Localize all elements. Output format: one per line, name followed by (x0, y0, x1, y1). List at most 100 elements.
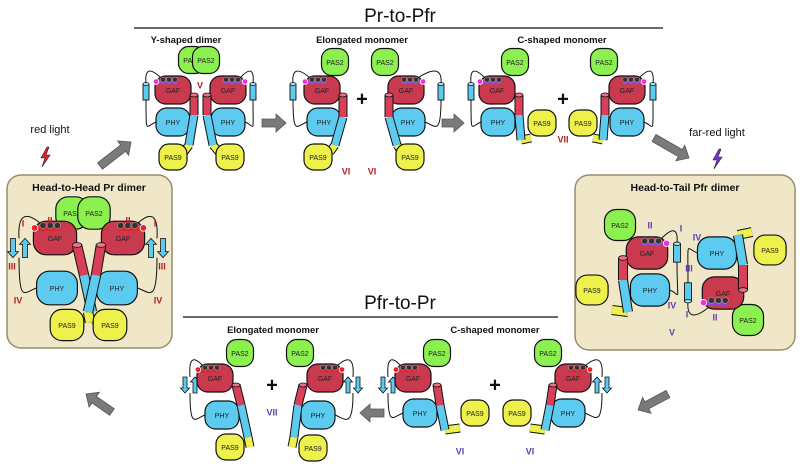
helix-gaf (546, 384, 557, 406)
helix-phy (515, 114, 525, 141)
chromophore-icon (401, 76, 427, 85)
pas9-domain-label: PAS9 (508, 411, 525, 418)
region-numeral: I (22, 218, 25, 228)
chromophore-icon (117, 222, 148, 232)
region-numeral: I (154, 218, 157, 228)
phy-domain: PHY (204, 400, 240, 430)
pas2-domain: PAS2 (731, 303, 765, 337)
stage-label-elongated: Elongated monomer (227, 325, 319, 336)
beta-hairpin-arrows-icon (144, 237, 170, 259)
head-to-head-title: Head-to-Head Pr dimer (32, 182, 146, 194)
pas9-linker (737, 228, 753, 239)
helix-cap (514, 92, 524, 98)
region-numeral: II (47, 215, 52, 225)
chromophore-icon (476, 76, 502, 85)
helix-cap (231, 382, 241, 388)
phy-domain-label: PHY (221, 120, 236, 127)
beta-hairpin-arrows-icon (342, 376, 364, 394)
pas9-domain-label: PAS9 (304, 446, 321, 453)
chromophore-icon (152, 76, 178, 85)
loop (643, 99, 654, 127)
chromophore-icon (194, 364, 220, 373)
pas9-domain-label: PAS9 (761, 248, 778, 255)
phy-domain: PHY (629, 273, 671, 307)
phy-domain-label: PHY (401, 120, 416, 127)
pas2-domain-label: PAS2 (326, 60, 343, 67)
region-numeral: VII (557, 134, 568, 144)
gaf-domain-label: GAF (208, 376, 222, 383)
loop (687, 301, 709, 316)
phy-domain: PHY (402, 398, 438, 428)
loop (18, 215, 41, 239)
pas9-domain-label: PAS9 (164, 155, 181, 162)
pas9-domain: PAS9 (158, 143, 188, 171)
plus-sign: + (557, 88, 569, 110)
pas9-domain: PAS9 (395, 143, 425, 171)
loop (387, 359, 401, 378)
phy-domain: PHY (550, 398, 586, 428)
helix-cap (600, 92, 610, 98)
phy-domain: PHY (306, 107, 342, 137)
region-numeral: V (197, 80, 203, 90)
pas2-domain: PAS2 (500, 47, 530, 77)
phy-domain-label: PHY (311, 413, 326, 420)
loop (145, 70, 161, 85)
region-numeral: VI (342, 166, 351, 176)
region-numeral: IV (154, 295, 163, 305)
phy-domain: PHY (35, 270, 78, 306)
pr-to-pfr-title: Pr-to-Pfr (364, 6, 436, 27)
loop (137, 215, 158, 239)
helix-phy (237, 404, 252, 438)
phy-domain-label: PHY (491, 120, 506, 127)
pas2-domain: PAS2 (285, 338, 315, 368)
pas9-domain: PAS9 (49, 308, 85, 342)
loop (292, 99, 308, 127)
phy-domain-label: PHY (50, 286, 65, 293)
pas2-domain-label: PAS2 (595, 60, 612, 67)
pas9-domain-label: PAS9 (583, 288, 600, 295)
loop (189, 392, 206, 420)
pas9-domain-label: PAS9 (101, 323, 118, 330)
phy-domain-label: PHY (110, 286, 125, 293)
phy-domain-label: PHY (215, 413, 230, 420)
helix-phy (331, 116, 347, 146)
pas9-domain-label: PAS9 (221, 445, 238, 452)
helix-cylinder-icon (467, 82, 475, 101)
pas9-domain: PAS9 (575, 274, 609, 306)
transition-arrow-icon (96, 140, 132, 170)
stage-label-elongated: Elongated monomer (316, 35, 408, 46)
helix-gaf (72, 244, 89, 276)
region-numeral: I (680, 223, 683, 233)
phy-domain: PHY (210, 107, 246, 137)
phy-domain: PHY (696, 236, 738, 270)
phy-domain-label: PHY (166, 120, 181, 127)
pas9-domain: PAS9 (298, 434, 328, 462)
helix-cap (71, 242, 83, 248)
stage-label-c-shaped: C-shaped monomer (450, 325, 540, 336)
loop (337, 359, 354, 378)
helix-phy (290, 404, 302, 438)
pas9-domain-label: PAS9 (401, 155, 418, 162)
phy-domain: PHY (390, 107, 426, 137)
gaf-domain-label: GAF (406, 376, 420, 383)
phy-domain-label: PHY (643, 288, 658, 295)
transition-arrow-icon (261, 113, 287, 133)
pas9-linker (529, 424, 546, 434)
beta-hairpin-arrows-icon (591, 376, 613, 394)
chromophore-icon (641, 237, 671, 247)
phy-domain: PHY (300, 400, 336, 430)
pas2-domain: PAS2 (225, 338, 255, 368)
pas9-domain-label: PAS9 (533, 121, 550, 128)
gaf-domain-label: GAF (490, 88, 504, 95)
pas2-domain: PAS2 (320, 47, 350, 77)
pas9-domain-label: PAS9 (466, 411, 483, 418)
loop (584, 392, 603, 418)
pas9-domain: PAS9 (215, 143, 245, 171)
phy-domain-label: PHY (710, 251, 725, 258)
pas9-domain: PAS9 (460, 399, 490, 427)
phy-domain: PHY (609, 107, 645, 137)
helix-gaf (433, 384, 444, 406)
